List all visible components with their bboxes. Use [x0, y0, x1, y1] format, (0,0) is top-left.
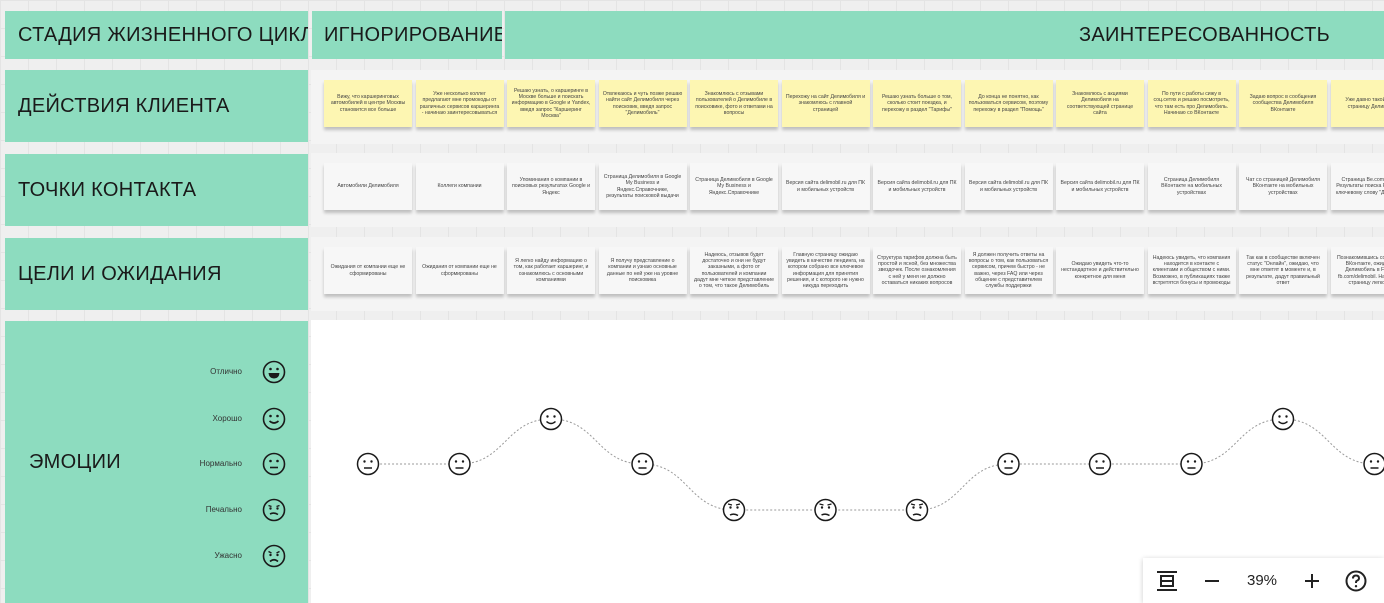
- touchpoint-sticky-note[interactable]: Коллеги компании: [415, 163, 504, 210]
- emotion-point-face-icon[interactable]: [1271, 407, 1295, 431]
- touchpoint-sticky-note[interactable]: Автомобили Делимобиля: [324, 163, 412, 210]
- emotion-point-face-icon[interactable]: [997, 452, 1020, 476]
- emotion-level-sad: Печально: [205, 505, 242, 514]
- plus-icon: [1305, 573, 1319, 588]
- crying-face-icon: [262, 544, 286, 568]
- touchpoint-sticky-note[interactable]: Страница Делимобиля ВКонтакте на мобильн…: [1147, 163, 1236, 210]
- goal-sticky-note[interactable]: Структура тарифов должна быть простой и …: [873, 247, 961, 294]
- row-emotions-label: ЭМОЦИИ: [29, 450, 121, 473]
- action-sticky-note[interactable]: Отвлекаюсь и чуть позже решаю найти сайт…: [598, 80, 687, 127]
- emotion-point-face-icon[interactable]: [539, 407, 563, 431]
- goal-sticky-note[interactable]: Надеюсь увидеть, что компания находится …: [1147, 247, 1236, 294]
- zoom-level[interactable]: 39%: [1246, 572, 1278, 589]
- touchpoint-sticky-note[interactable]: Версия сайта delimobil.ru для ПК и мобил…: [873, 163, 961, 210]
- touchpoint-sticky-note[interactable]: Упоминания о компании в поисковых резуль…: [507, 163, 595, 210]
- action-sticky-note[interactable]: По пути с работы сижу в соц.сетях и реша…: [1147, 80, 1236, 127]
- goal-sticky-note[interactable]: Главную страницу ожидаю увидеть в качест…: [781, 247, 870, 294]
- grinning-face-icon: [262, 360, 286, 384]
- emotion-level-terrible: Ужасно: [214, 551, 242, 560]
- stage-lifecycle-header[interactable]: СТАДИЯ ЖИЗНЕННОГО ЦИКЛА: [5, 11, 308, 59]
- touchpoint-sticky-note[interactable]: Версия сайта delimobil.ru для ПК и мобил…: [781, 163, 870, 210]
- sad-face-icon: [262, 498, 286, 522]
- touchpoint-sticky-note[interactable]: Страница Делимобиля в Google My Business…: [690, 163, 778, 210]
- action-sticky-note[interactable]: Перехожу на сайт Делимобиля и знакомлюсь…: [781, 80, 870, 127]
- emotion-curve-line: [367, 418, 1375, 511]
- emotion-level-normal: Нормально: [199, 459, 242, 468]
- action-sticky-note[interactable]: Вижу, что каршеринговых автомобилей в це…: [324, 80, 412, 127]
- touchpoint-sticky-note[interactable]: Страница Делимобиля в Google My Business…: [598, 163, 687, 210]
- row-goals-label: ЦЕЛИ И ОЖИДАНИЯ: [18, 262, 222, 285]
- touchpoint-sticky-note[interactable]: Версия сайта delimobil.ru для ПК и мобил…: [1056, 163, 1144, 210]
- row-actions-label: ДЕЙСТВИЯ КЛИЕНТА: [18, 94, 230, 117]
- action-sticky-note[interactable]: Знакомлюсь с акциями Делимобиля на соотв…: [1056, 80, 1144, 127]
- stage-interest-label: ЗАИНТЕРЕСОВАННОСТЬ: [1079, 23, 1331, 46]
- neutral-face-icon: [262, 452, 286, 476]
- action-sticky-note[interactable]: Решаю узнать больше о том, сколько стоит…: [873, 80, 961, 127]
- stage-lifecycle-label: СТАДИЯ ЖИЗНЕННОГО ЦИКЛА: [18, 23, 308, 46]
- emotion-point-face-icon[interactable]: [356, 452, 380, 476]
- goal-sticky-note[interactable]: Ожидаю увидеть что-то нестандартное и де…: [1056, 247, 1144, 294]
- goal-sticky-note[interactable]: Надеюсь, отзывов будет достаточно и они …: [690, 247, 778, 294]
- emotion-point-face-icon[interactable]: [814, 498, 837, 522]
- action-sticky-note[interactable]: Решаю узнать, о каршеринге в Москве боль…: [507, 80, 595, 127]
- emotion-point-face-icon[interactable]: [1180, 452, 1203, 476]
- zoom-in-button[interactable]: [1291, 558, 1333, 603]
- zoom-toolbar: 39%: [1143, 558, 1384, 603]
- emotion-point-face-icon[interactable]: [631, 452, 654, 476]
- help-icon: [1345, 570, 1367, 591]
- goal-sticky-note[interactable]: Я получу представление о компании и узна…: [598, 247, 687, 294]
- emotion-point-face-icon[interactable]: [722, 498, 746, 522]
- action-sticky-note[interactable]: Уже несколько коллег предлагают мне пром…: [415, 80, 504, 127]
- help-button[interactable]: [1333, 558, 1379, 603]
- minus-icon: [1205, 579, 1219, 582]
- row-touchpoints-label: ТОЧКИ КОНТАКТА: [18, 178, 197, 201]
- emotion-point-face-icon[interactable]: [1088, 452, 1112, 476]
- emotion-point-face-icon[interactable]: [1363, 452, 1384, 476]
- smiling-face-icon: [262, 407, 286, 431]
- touchpoint-sticky-note[interactable]: Чат со страницей Делимобиля ВКонтакте на…: [1239, 163, 1327, 210]
- row-goals-header[interactable]: ЦЕЛИ И ОЖИДАНИЯ: [5, 238, 308, 310]
- fit-frame-button[interactable]: [1143, 558, 1191, 603]
- emotion-point-face-icon[interactable]: [448, 452, 471, 476]
- action-sticky-note[interactable]: Задаю вопрос в сообщения сообщества Дели…: [1239, 80, 1327, 127]
- goal-sticky-note[interactable]: Я легко найду информацию о том, как рабо…: [507, 247, 595, 294]
- action-sticky-note[interactable]: До конца не понятно, как пользоваться се…: [964, 80, 1053, 127]
- row-touchpoints-header[interactable]: ТОЧКИ КОНТАКТА: [5, 154, 308, 226]
- goal-sticky-note[interactable]: Я должен получить ответы на вопросы о то…: [964, 247, 1053, 294]
- action-sticky-note[interactable]: Уже давно такой решаю страницу Делимобил…: [1330, 80, 1384, 127]
- goal-sticky-note[interactable]: Познакомившись со страницей ВКонтакте, о…: [1330, 247, 1384, 294]
- goal-sticky-note[interactable]: Ожидания от компании еще не сформированы: [324, 247, 412, 294]
- row-emotions-header[interactable]: ЭМОЦИИ: [5, 321, 308, 603]
- touchpoint-sticky-note[interactable]: Страница Ве.com/delimobil. Результаты по…: [1330, 163, 1384, 210]
- stage-interest-header[interactable]: ЗАИНТЕРЕСОВАННОСТЬ: [505, 11, 1384, 59]
- fit-frame-icon: [1157, 570, 1177, 591]
- stage-ignore-header[interactable]: ИГНОРИРОВАНИЕ: [312, 11, 502, 59]
- zoom-out-button[interactable]: [1191, 558, 1233, 603]
- row-actions-header[interactable]: ДЕЙСТВИЯ КЛИЕНТА: [5, 70, 308, 142]
- touchpoint-sticky-note[interactable]: Версия сайта delimobil.ru для ПК и мобил…: [964, 163, 1053, 210]
- goal-sticky-note[interactable]: Так как в сообществе включен статус "Онл…: [1239, 247, 1327, 294]
- emotion-level-good: Хорошо: [212, 414, 242, 423]
- stage-ignore-label: ИГНОРИРОВАНИЕ: [324, 23, 502, 46]
- emotion-level-excellent: Отлично: [210, 367, 242, 376]
- goal-sticky-note[interactable]: Ожидания от компании еще не сформированы: [415, 247, 504, 294]
- action-sticky-note[interactable]: Знакомлюсь с отзывами пользователей о Де…: [690, 80, 778, 127]
- emotion-point-face-icon[interactable]: [905, 498, 929, 522]
- emotions-band: [311, 320, 1384, 603]
